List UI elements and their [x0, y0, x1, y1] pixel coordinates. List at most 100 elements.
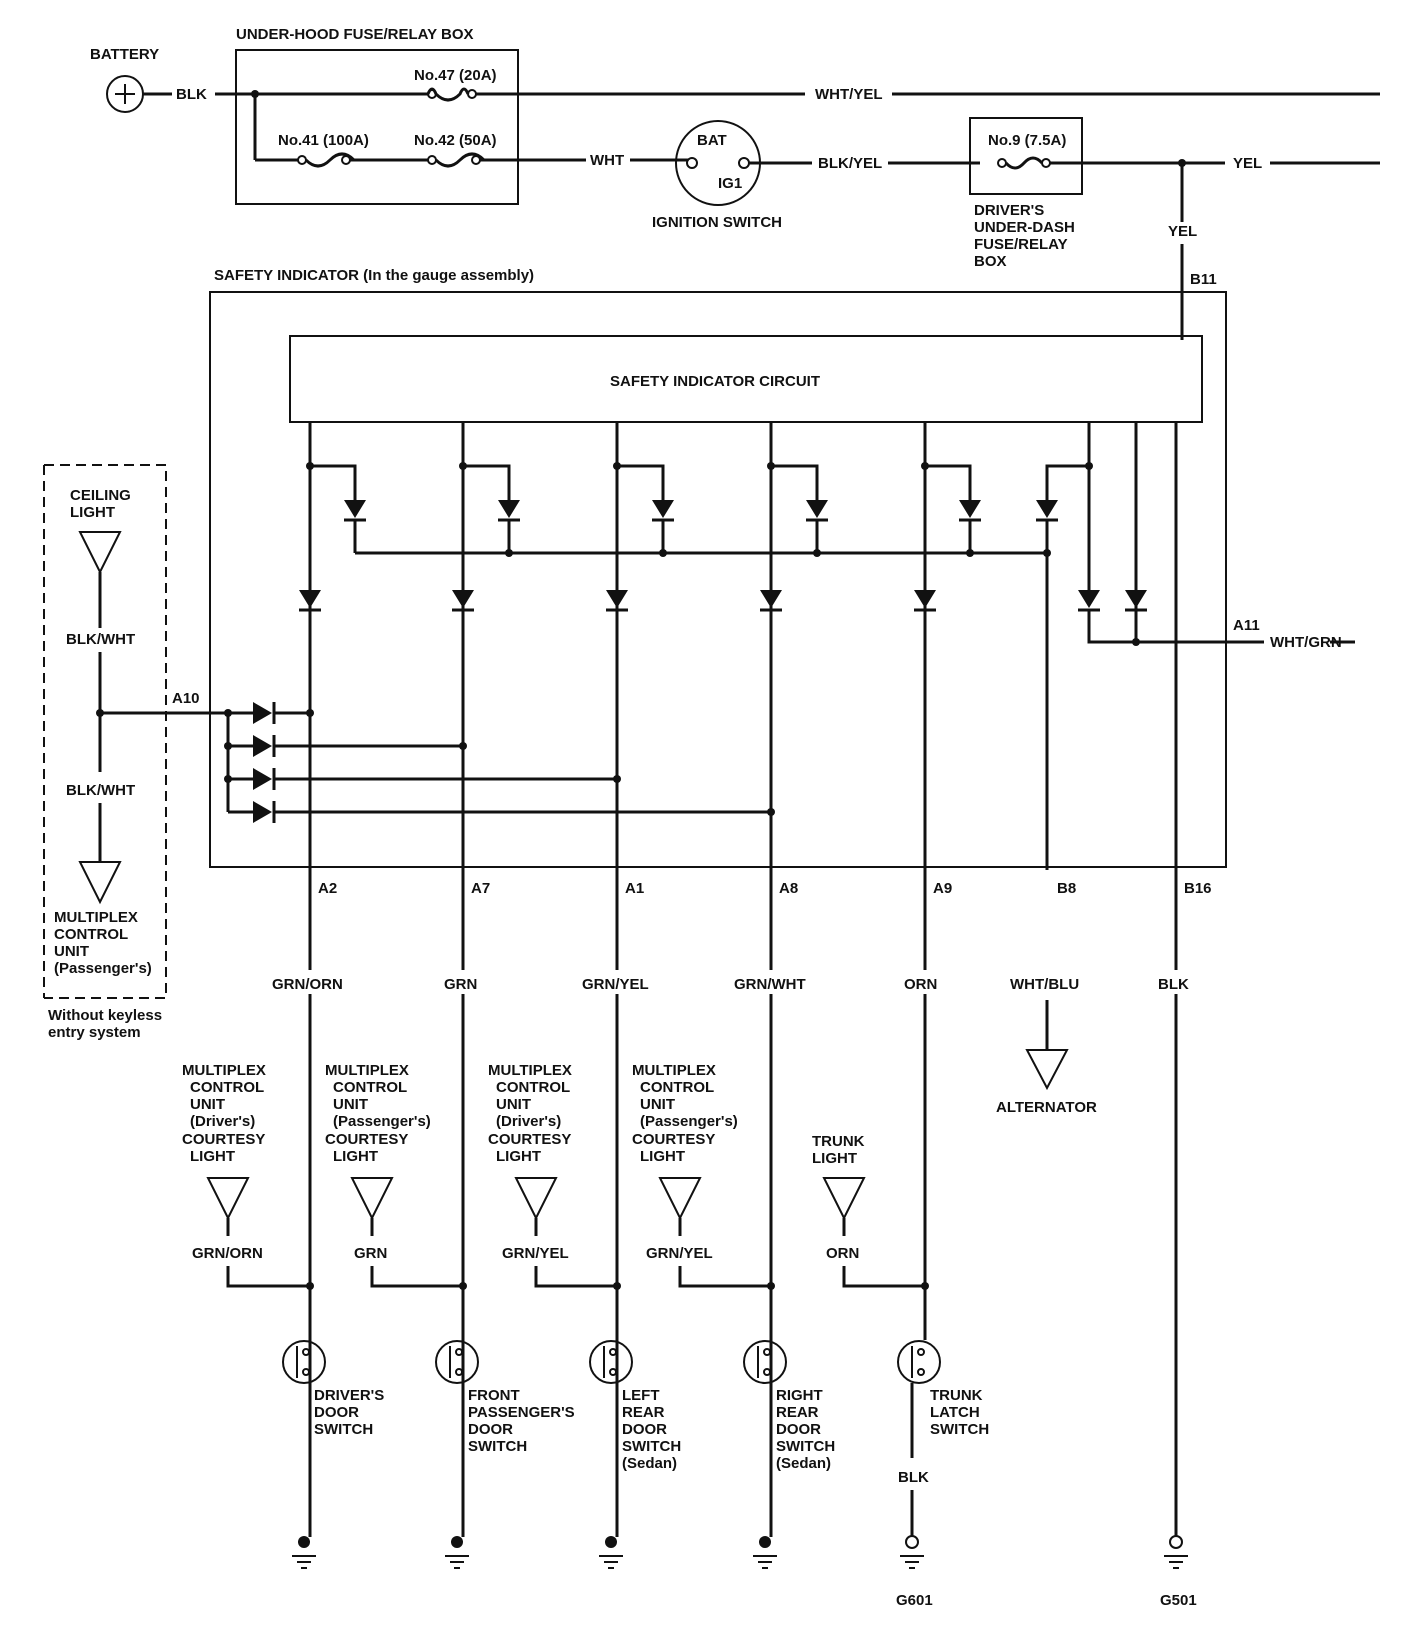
safety-indicator-circuit-label: SAFETY INDICATOR CIRCUIT — [610, 373, 820, 390]
ceiling-wire-1: BLK/WHT — [66, 631, 135, 648]
load3-b: CONTROL — [496, 1079, 570, 1096]
terminal-a9: A9 — [933, 880, 952, 897]
switch2-d: SWITCH — [468, 1438, 527, 1455]
terminal-a11: A11 — [1233, 617, 1260, 634]
driver-box-line2: UNDER-DASH — [974, 219, 1075, 236]
ground-g601: G601 — [896, 1592, 933, 1609]
ceiling-note-line2: entry system — [48, 1024, 141, 1041]
switch2-a: FRONT — [468, 1387, 520, 1404]
switch2-c: DOOR — [468, 1421, 513, 1438]
fuse-9-symbol — [1004, 156, 1044, 170]
load2-e: COURTESY — [325, 1131, 408, 1148]
switch3-a: LEFT — [622, 1387, 660, 1404]
switch4-b: REAR — [776, 1404, 819, 1421]
underhood-box-outline — [235, 49, 519, 205]
wire-wht: WHT — [590, 152, 624, 169]
switch3-c: DOOR — [622, 1421, 667, 1438]
load3-wire: GRN/YEL — [502, 1245, 569, 1262]
load1-b: CONTROL — [190, 1079, 264, 1096]
battery: BATTERY BLK — [90, 46, 255, 113]
driver-box-line4: BOX — [974, 253, 1007, 270]
lower-wire-labels: GRN/ORN GRN GRN/YEL GRN/WHT ORN WHT/BLU … — [268, 970, 1198, 994]
diode-network — [299, 462, 1355, 870]
fuse-41-label: No.41 (100A) — [278, 132, 369, 149]
ignition-switch: BAT IG1 IGNITION SWITCH — [652, 120, 782, 231]
wire-a1: GRN/YEL — [582, 976, 649, 993]
load4-c: UNIT — [640, 1096, 675, 1113]
door-switch-symbols — [282, 1286, 941, 1537]
ceiling-mcu-line3: UNIT — [54, 943, 89, 960]
switch5-c: SWITCH — [930, 1421, 989, 1438]
load1-f: LIGHT — [190, 1148, 235, 1165]
driver-underdash-fuse-box: No.9 (7.5A) DRIVER'S UNDER-DASH FUSE/REL… — [969, 117, 1083, 270]
load4-wire: GRN/YEL — [646, 1245, 713, 1262]
load1-d: (Driver's) — [190, 1113, 255, 1130]
wire-blk-yel: BLK/YEL — [818, 155, 882, 172]
fuse-47-label: No.47 (20A) — [414, 67, 497, 84]
wire-a8: GRN/WHT — [734, 976, 806, 993]
passenger-mcu-connector — [78, 861, 122, 905]
wire-wht-grn: WHT/GRN — [1270, 634, 1342, 651]
switch4-d: SWITCH — [776, 1438, 835, 1455]
ignition-label: IGNITION SWITCH — [652, 214, 782, 231]
ceiling-mcu-line2: CONTROL — [54, 926, 128, 943]
load5-wire: ORN — [826, 1245, 859, 1262]
safety-indicator-circuit-box — [289, 335, 1203, 423]
terminal-a2: A2 — [318, 880, 337, 897]
trunk-ground-wire: BLK — [898, 1469, 929, 1486]
ceiling-mcu-line1: MULTIPLEX — [54, 909, 138, 926]
underhood-fuse-box: UNDER-HOOD FUSE/RELAY BOX No.47 (20A) WH… — [235, 26, 1380, 205]
wire-yel-vertical: YEL — [1168, 223, 1197, 240]
load-3-driver-mcu: MULTIPLEX CONTROL UNIT (Driver's) COURTE… — [488, 1062, 621, 1290]
switch3-d: SWITCH — [622, 1438, 681, 1455]
load3-a: MULTIPLEX — [488, 1062, 572, 1079]
underhood-title: UNDER-HOOD FUSE/RELAY BOX — [236, 26, 474, 43]
load-5-trunk-light: TRUNK LIGHT ORN — [812, 1133, 929, 1290]
ground-g501: G501 — [1160, 1592, 1197, 1609]
load4-a: MULTIPLEX — [632, 1062, 716, 1079]
ceiling-wire-2: BLK/WHT — [66, 782, 135, 799]
terminal-b8: B8 — [1057, 880, 1076, 897]
load4-b: CONTROL — [640, 1079, 714, 1096]
load3-c: UNIT — [496, 1096, 531, 1113]
load4-e: COURTESY — [632, 1131, 715, 1148]
load2-a: MULTIPLEX — [325, 1062, 409, 1079]
load1-a: MULTIPLEX — [182, 1062, 266, 1079]
terminal-b16: B16 — [1184, 880, 1212, 897]
ceiling-light-module: CEILING LIGHT BLK/WHT BLK/WHT MULTIPLEX … — [43, 464, 167, 1041]
battery-label: BATTERY — [90, 46, 159, 63]
switch1-a: DRIVER'S — [314, 1387, 384, 1404]
fuse-9-label: No.9 (7.5A) — [988, 132, 1066, 149]
switch1-b: DOOR — [314, 1404, 359, 1421]
load2-d: (Passenger's) — [333, 1113, 431, 1130]
load-1-driver-mcu: MULTIPLEX CONTROL UNIT (Driver's) COURTE… — [182, 1062, 314, 1290]
load3-d: (Driver's) — [496, 1113, 561, 1130]
driver-box-outline — [969, 117, 1083, 195]
load2-b: CONTROL — [333, 1079, 407, 1096]
safety-indicator-title: SAFETY INDICATOR (In the gauge assembly) — [214, 267, 534, 284]
alternator-connector — [1025, 1049, 1069, 1091]
ceiling-light-connector — [78, 531, 122, 575]
ceiling-light-line2: LIGHT — [70, 504, 115, 521]
switch4-a: RIGHT — [776, 1387, 823, 1404]
terminal-a8: A8 — [779, 880, 798, 897]
wire-wht-yel: WHT/YEL — [815, 86, 883, 103]
wire-b16: BLK — [1158, 976, 1189, 993]
load1-e: COURTESY — [182, 1131, 265, 1148]
switch1-c: SWITCH — [314, 1421, 373, 1438]
alternator-label: ALTERNATOR — [996, 1099, 1097, 1116]
wire-a7: GRN — [444, 976, 477, 993]
load4-f: LIGHT — [640, 1148, 685, 1165]
load-2-passenger-mcu: MULTIPLEX CONTROL UNIT (Passenger's) COU… — [325, 1062, 467, 1290]
ceiling-light-line1: CEILING — [70, 487, 131, 504]
load5-a: TRUNK — [812, 1133, 865, 1150]
safety-indicator-box — [209, 291, 1227, 868]
alternator: ALTERNATOR — [996, 1000, 1097, 1116]
load2-f: LIGHT — [333, 1148, 378, 1165]
wire-a2: GRN/ORN — [272, 976, 343, 993]
ceiling-mcu-line4: (Passenger's) — [54, 960, 152, 977]
load2-wire: GRN — [354, 1245, 387, 1262]
terminal-a7: A7 — [471, 880, 490, 897]
terminal-a10: A10 — [172, 690, 200, 707]
